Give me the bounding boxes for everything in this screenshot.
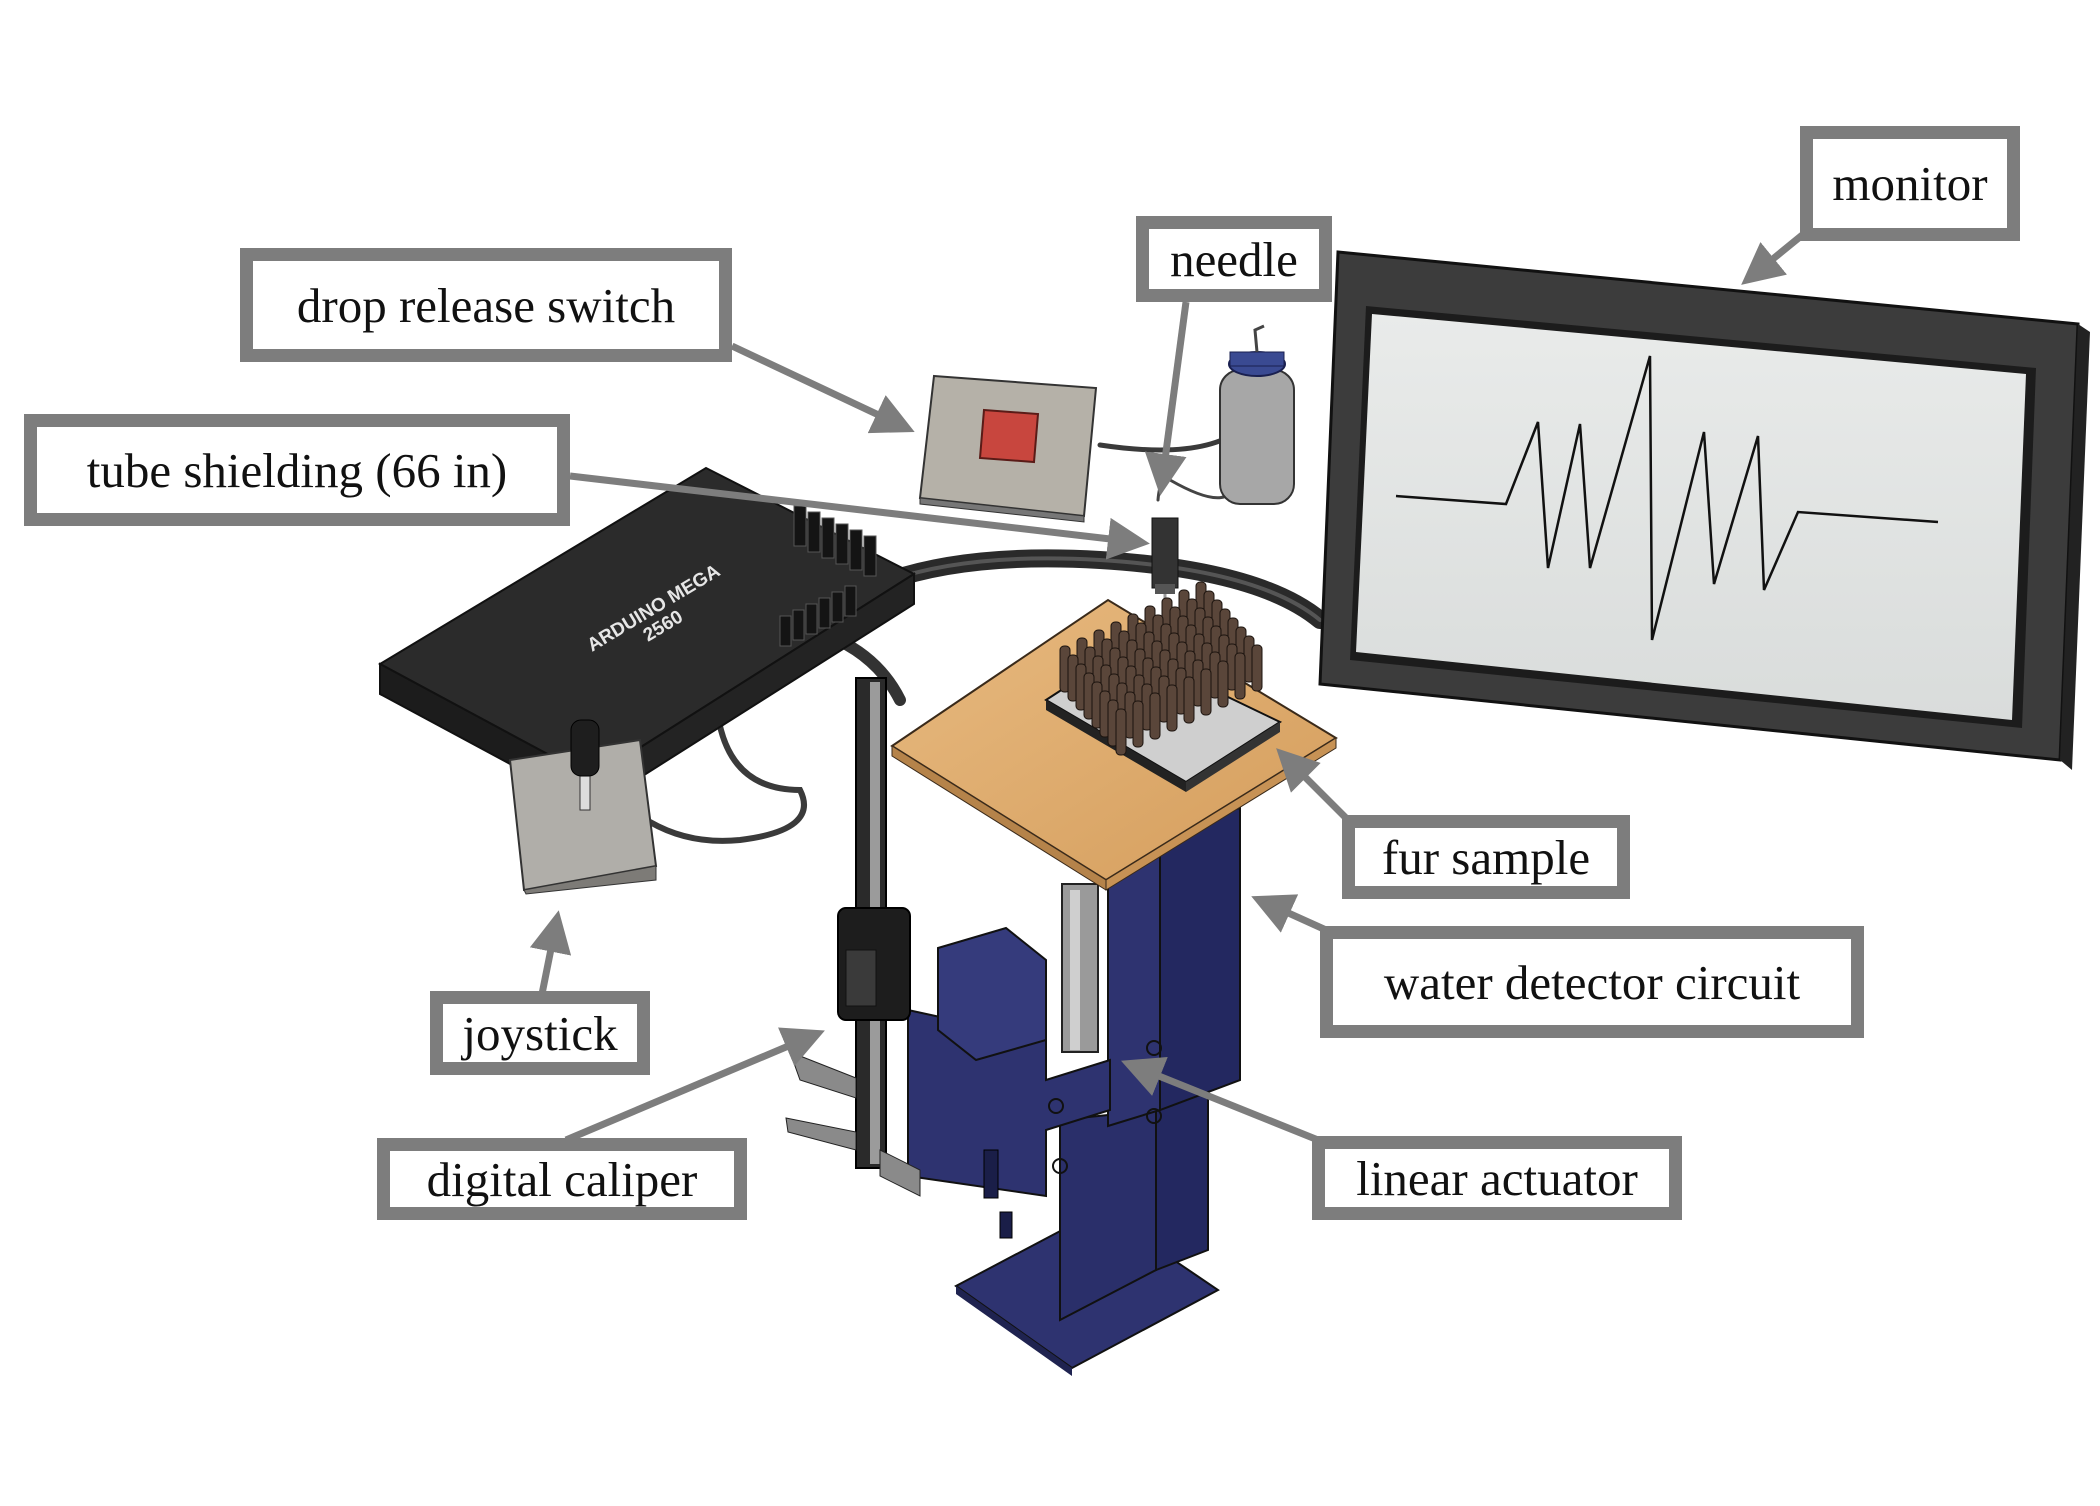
fur-tuft [1200, 668, 1212, 716]
arrow-drop-release-switch [730, 342, 915, 434]
arrow-water-detector-circuit [1251, 894, 1328, 934]
arrow-digital-caliper [564, 1027, 825, 1144]
label-needle: needle [1136, 216, 1332, 302]
label-fur-sample: fur sample [1342, 815, 1630, 899]
monitor-waveform [1395, 355, 1939, 641]
joystick-device [508, 719, 658, 895]
label-tube-shielding: tube shielding (66 in) [24, 414, 570, 526]
label-joystick: joystick [430, 991, 650, 1075]
fur-tuft [1183, 676, 1195, 724]
arrow-tube-shielding [569, 472, 1150, 560]
digital-caliper-device [785, 677, 921, 1197]
header-pins-top [793, 505, 877, 577]
fur-tuft [1217, 660, 1229, 708]
label-digital-caliper: digital caliper [377, 1138, 747, 1220]
drop-release-switch-device [918, 374, 1098, 523]
stand-assembly [907, 806, 1241, 1376]
arrow-monitor [1741, 229, 1809, 285]
water-bottle [1219, 324, 1295, 505]
label-water-detector-circuit: water detector circuit [1320, 926, 1864, 1038]
label-linear-actuator: linear actuator [1312, 1136, 1682, 1220]
fur-tuft [1234, 652, 1246, 700]
label-monitor: monitor [1800, 126, 2020, 241]
fur-sample-block [1044, 581, 1283, 792]
fur-tuft [1132, 700, 1144, 748]
arrow-needle [1144, 301, 1190, 496]
fur-tuft [1166, 684, 1178, 732]
fur-tuft [1251, 644, 1263, 692]
header-pins-front [779, 585, 857, 647]
arrow-linear-actuator [1121, 1056, 1320, 1144]
arrow-joystick [529, 910, 572, 995]
arduino-board: ARDUINO MEGA 2560 [377, 466, 917, 810]
fur-tufts [1059, 581, 1263, 756]
arrow-fur-sample [1276, 748, 1349, 821]
leader-arrows [529, 229, 1809, 1144]
label-drop-release-switch: drop release switch [240, 248, 732, 362]
fur-tuft [1115, 708, 1127, 756]
fur-tuft [1149, 692, 1161, 740]
joystick-cable [647, 713, 807, 844]
monitor-device [1318, 250, 2090, 770]
